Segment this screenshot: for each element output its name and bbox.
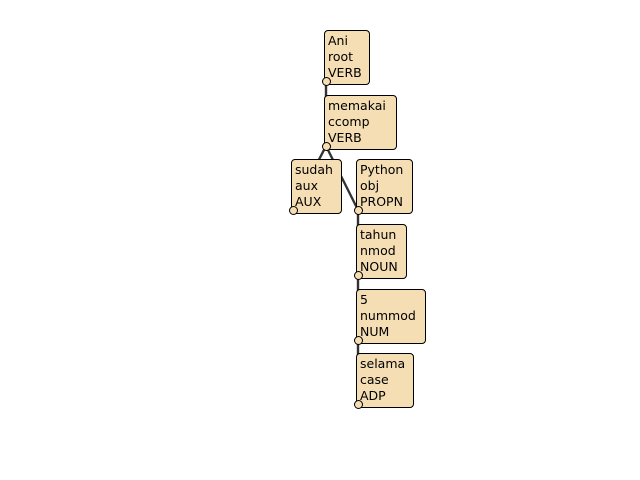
node-word: tahun bbox=[360, 227, 397, 242]
node-deprel: root bbox=[328, 49, 354, 64]
node-anchor-dot bbox=[321, 141, 331, 151]
node-upos: NUM bbox=[360, 324, 390, 339]
node-word: Ani bbox=[328, 33, 348, 48]
tree-node-python: Python obj PROPN bbox=[356, 159, 413, 214]
tree-node-selama: selama case ADP bbox=[356, 353, 414, 408]
tree-node-ani: Ani root VERB bbox=[324, 30, 370, 85]
node-upos: PROPN bbox=[360, 194, 403, 209]
tree-node-sudah: sudah aux AUX bbox=[291, 159, 342, 214]
node-deprel: nmod bbox=[360, 243, 396, 258]
node-word: 5 bbox=[360, 292, 368, 307]
node-deprel: nummod bbox=[360, 308, 416, 323]
node-anchor-dot bbox=[353, 399, 363, 409]
node-upos: AUX bbox=[295, 194, 322, 209]
node-anchor-dot bbox=[288, 205, 298, 215]
tree-node-5: 5 nummod NUM bbox=[356, 289, 426, 344]
node-upos: ADP bbox=[360, 388, 386, 403]
node-upos: VERB bbox=[328, 65, 362, 80]
node-anchor-dot bbox=[353, 205, 363, 215]
node-anchor-dot bbox=[353, 270, 363, 280]
node-word: selama bbox=[360, 356, 406, 371]
node-deprel: ccomp bbox=[328, 114, 370, 129]
tree-node-tahun: tahun nmod NOUN bbox=[356, 224, 407, 279]
node-deprel: aux bbox=[295, 178, 318, 193]
tree-edge-n1-n3 bbox=[324, 145, 360, 211]
tree-node-memakai: memakai ccomp VERB bbox=[324, 95, 397, 150]
node-word: memakai bbox=[328, 98, 386, 113]
node-deprel: obj bbox=[360, 178, 380, 193]
node-upos: NOUN bbox=[360, 259, 398, 274]
node-anchor-dot bbox=[353, 335, 363, 345]
node-anchor-dot bbox=[321, 76, 331, 86]
node-word: Python bbox=[360, 162, 404, 177]
node-deprel: case bbox=[360, 372, 389, 387]
node-word: sudah bbox=[295, 162, 333, 177]
node-upos: VERB bbox=[328, 130, 362, 145]
